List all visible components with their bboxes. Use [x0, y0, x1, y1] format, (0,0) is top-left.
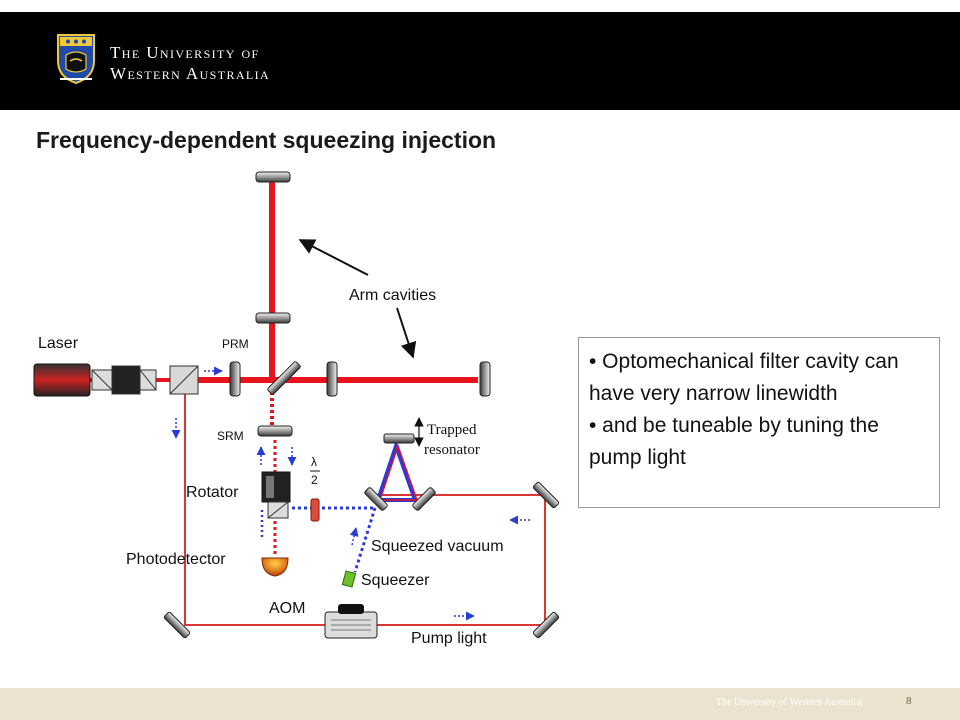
label-laser: Laser	[38, 335, 79, 352]
rotator-component	[261, 471, 291, 519]
diagram-labels: Arm cavities Laser PRM SRM Rotator Photo…	[38, 287, 504, 647]
label-pump-light: Pump light	[411, 630, 487, 647]
footer-university: The University of Western Australia	[716, 697, 861, 708]
university-name-line1: The University of	[110, 43, 260, 62]
footer-bar: The University of Western Australia| 8	[0, 688, 960, 720]
optical-mirrors	[163, 171, 560, 639]
label-resonator: resonator	[424, 442, 480, 458]
label-half: 2	[311, 473, 318, 487]
label-rotator: Rotator	[186, 484, 239, 501]
label-trapped: Trapped	[427, 422, 477, 438]
label-prm: PRM	[222, 337, 249, 351]
label-squeezed-vacuum: Squeezed vacuum	[371, 538, 504, 555]
label-squeezer: Squeezer	[361, 572, 430, 589]
photodetector-icon	[261, 557, 289, 577]
label-arm-cavities: Arm cavities	[349, 287, 436, 304]
university-crest-icon	[57, 34, 95, 85]
notes-box: • Optomechanical filter cavity can have …	[578, 337, 940, 508]
direction-arrows	[171, 239, 530, 621]
aom-icon	[324, 604, 378, 639]
label-aom: AOM	[269, 600, 305, 617]
squeezer-icon	[341, 570, 357, 588]
slide-title: Frequency-dependent squeezing injection	[36, 127, 497, 153]
header-bar: The University of Western Australia	[0, 12, 960, 110]
label-lambda: λ	[311, 455, 317, 469]
page-number: 8	[906, 695, 912, 707]
label-srm: SRM	[217, 429, 244, 443]
university-wordmark: The University of Western Australia	[110, 42, 270, 84]
interferometer-diagram: Arm cavities Laser PRM SRM Rotator Photo…	[33, 171, 560, 647]
label-photodetector: Photodetector	[126, 551, 226, 568]
beam-splitter-cube	[169, 365, 199, 395]
footer-text: The University of Western Australia|	[716, 697, 863, 708]
laser-source	[33, 363, 157, 397]
university-name-line2: Western Australia	[110, 64, 271, 83]
note-bullet-2: • and be tuneable by tuning the pump lig…	[589, 414, 879, 469]
squeezed-vacuum-beams	[292, 439, 419, 573]
note-bullet-1: • Optomechanical filter cavity can have …	[589, 350, 899, 405]
footer-separator: |	[860, 697, 863, 708]
half-wave-plate	[310, 498, 320, 522]
